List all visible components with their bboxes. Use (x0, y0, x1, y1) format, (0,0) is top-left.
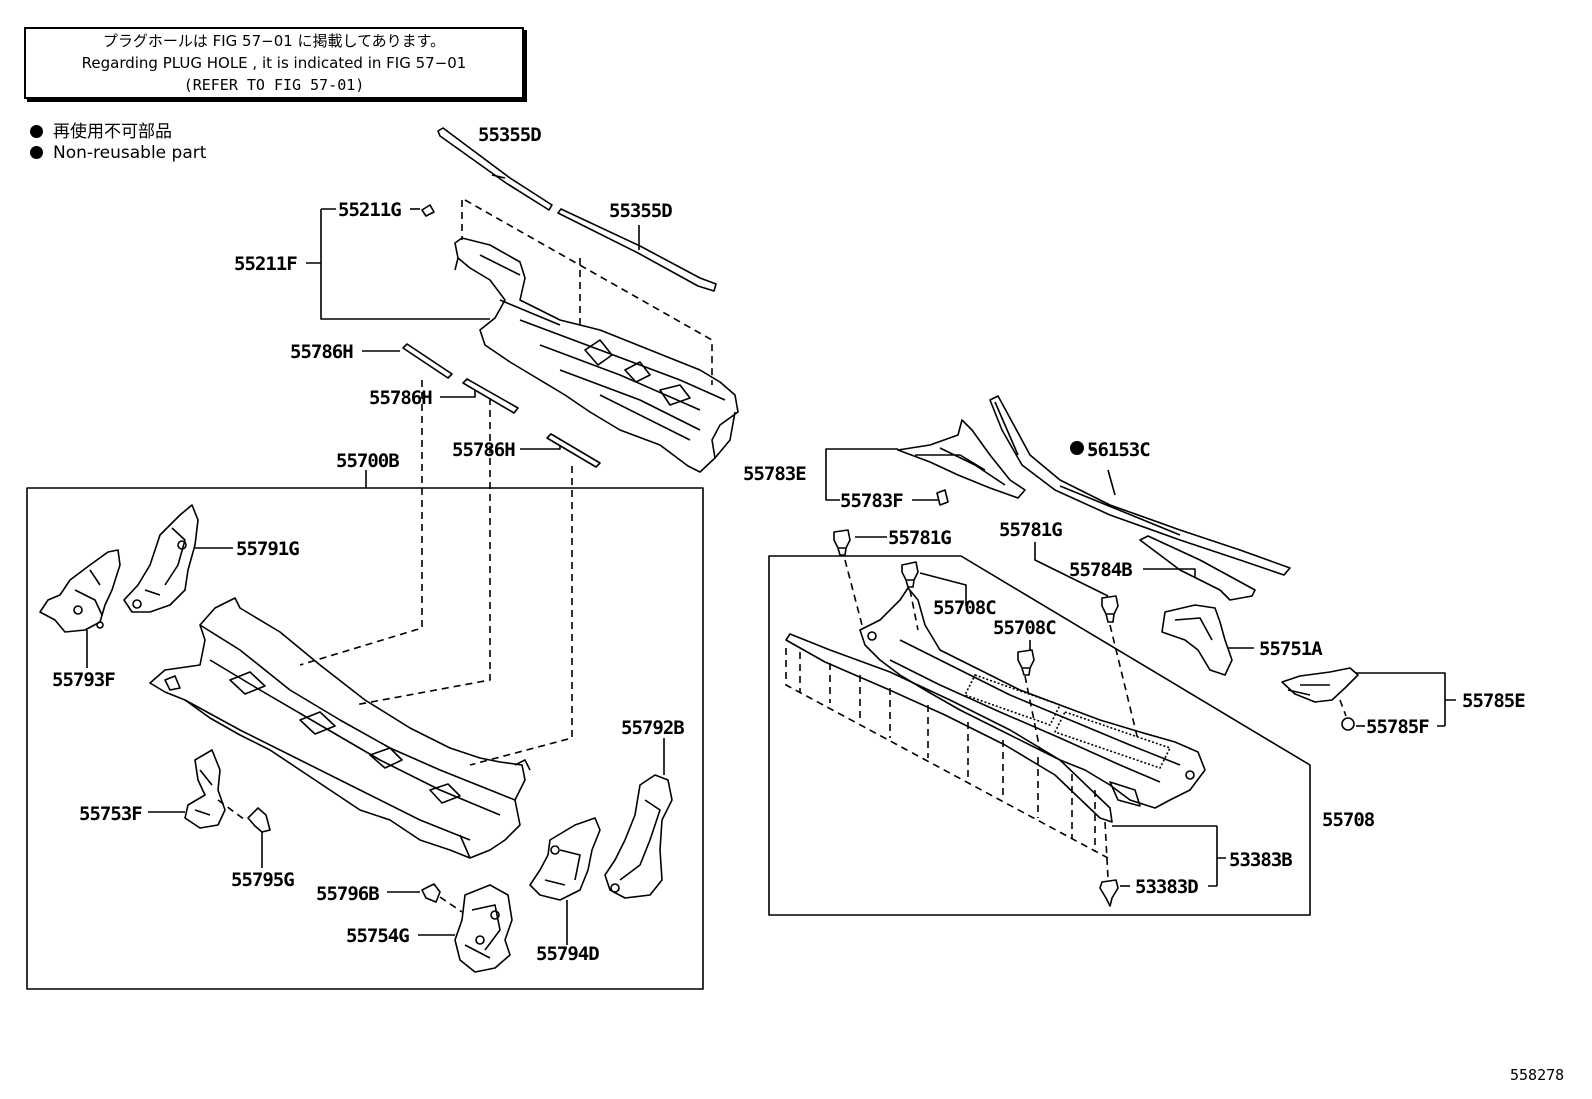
label-53383D: 53383D (1135, 876, 1198, 898)
label-53383B: 53383B (1229, 849, 1292, 871)
legend-japanese: 再使用不可部品 (30, 117, 172, 142)
bracket-55792B (604, 774, 673, 899)
seal-56153C (989, 395, 1291, 576)
label-55792B: 55792B (621, 717, 684, 739)
pad-55786H-2 (462, 378, 519, 414)
label-55785F: 55785F (1366, 716, 1429, 738)
clip-55781G-a (833, 529, 851, 556)
figure-code: 558278 (1510, 1066, 1564, 1084)
leader-lines-right (825, 448, 1456, 887)
label-55708C-upper: 55708C (933, 597, 996, 619)
non-reusable-dot-icon (30, 125, 43, 138)
bracket-55793F (39, 549, 121, 633)
bracket-55791G (123, 504, 199, 613)
pad-55786H-3 (546, 433, 601, 468)
clip-55211G (421, 204, 435, 217)
clip-55795G (247, 807, 271, 833)
clip-55708C-b (1017, 649, 1035, 676)
cowl-panel-main (149, 597, 531, 859)
leader-lines-left (86, 174, 665, 945)
cover-55751A (1161, 604, 1233, 676)
label-55786H-1: 55786H (290, 341, 353, 363)
clip-55785F (1341, 717, 1355, 731)
label-55700B: 55700B (336, 450, 399, 472)
clip-53383D (1099, 879, 1119, 907)
label-55781G-right: 55781G (999, 519, 1062, 541)
weatherstrip-55355D-lower (557, 208, 717, 292)
label-55786H-2: 55786H (369, 387, 432, 409)
seal-55784B (1139, 535, 1256, 601)
pad-55786H-1 (402, 343, 453, 379)
note-line-japanese: プラグホールは FIG 57−01 に掲載してあります。 (102, 32, 446, 50)
label-55708C-lower: 55708C (993, 617, 1056, 639)
note-line-refer: (REFER TO FIG 57-01) (183, 76, 365, 94)
label-55783E: 55783E (743, 463, 806, 485)
label-55793F: 55793F (52, 669, 115, 691)
label-55708: 55708 (1322, 809, 1375, 831)
group-box-55700B (26, 487, 704, 990)
group-box-55708 (768, 555, 1311, 916)
clip-55783F (936, 489, 949, 506)
dashed-connectors-left (217, 199, 713, 913)
label-55786H-3: 55786H (452, 439, 515, 461)
label-56153C: 56153C (1087, 439, 1150, 461)
bracket-55785E (1281, 667, 1359, 703)
bracket-55754G (454, 884, 513, 973)
label-55795G: 55795G (231, 869, 294, 891)
clip-55708C-a (901, 561, 919, 588)
legend-english: Non-reusable part (30, 143, 206, 163)
bracket-55794D (529, 817, 601, 901)
note-line-english: Regarding PLUG HOLE , it is indicated in… (81, 54, 467, 72)
dashed-connectors-right (785, 559, 1347, 879)
label-55783F: 55783F (840, 490, 903, 512)
label-55754G: 55754G (346, 925, 409, 947)
label-55211F: 55211F (234, 253, 297, 275)
clip-55781G-b (1101, 595, 1119, 623)
weatherstrip-55355D-upper (437, 127, 553, 211)
label-55355D-lower: 55355D (609, 200, 672, 222)
non-reusable-dot-icon (1070, 441, 1084, 455)
clip-55796B (421, 883, 441, 903)
label-55355D-upper: 55355D (478, 124, 541, 146)
label-55794D: 55794D (536, 943, 599, 965)
cover-55783E (897, 419, 1026, 499)
label-55785E: 55785E (1462, 690, 1525, 712)
label-55751A: 55751A (1259, 638, 1323, 660)
weatherstrip-53383B (785, 633, 1113, 823)
label-55781G-left: 55781G (888, 527, 951, 549)
label-55784B: 55784B (1069, 559, 1132, 581)
label-55211G: 55211G (338, 199, 401, 221)
bracket-55753F (184, 749, 226, 829)
cowl-top-panel-55211F (454, 237, 739, 473)
reference-note-box: プラグホールは FIG 57−01 に掲載してあります。 Regarding P… (24, 27, 524, 99)
label-55791G: 55791G (236, 538, 299, 560)
label-55753F: 55753F (79, 803, 142, 825)
label-55796B: 55796B (316, 883, 379, 905)
cowl-louver-55708 (859, 587, 1206, 809)
non-reusable-dot-icon (30, 146, 43, 159)
